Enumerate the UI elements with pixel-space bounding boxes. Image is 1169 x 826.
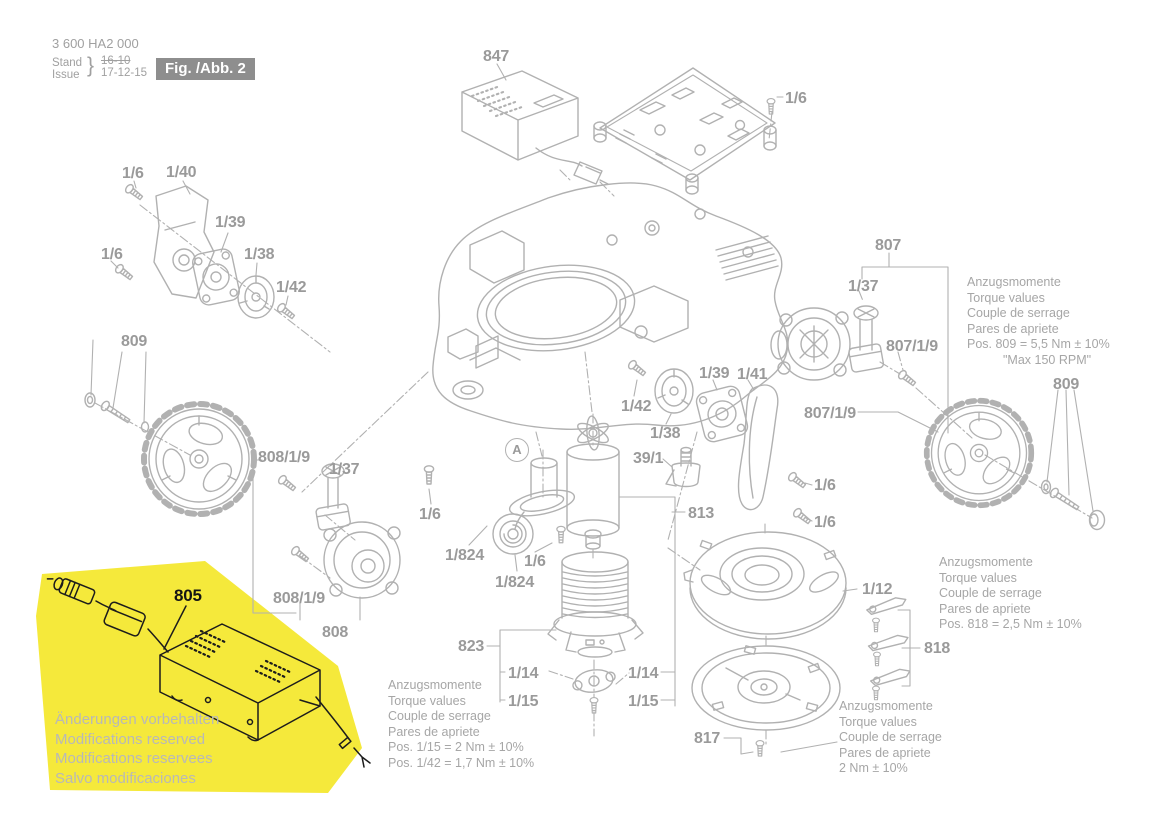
revision-dates: 16-10 17-12-15 bbox=[101, 55, 147, 79]
part-label-1-14-right: 1/14 bbox=[628, 665, 659, 682]
plate-817-drawing bbox=[691, 645, 841, 757]
torque-line: Couple de serrage bbox=[967, 306, 1070, 320]
part-label-823: 823 bbox=[458, 638, 485, 655]
torque-line: "Max 150 RPM" bbox=[1003, 352, 1092, 367]
torque-note-817: Anzugsmomente Torque values Couple de se… bbox=[839, 699, 942, 777]
part-label-1-41: 1/41 bbox=[737, 366, 768, 383]
part-label-809-left: 809 bbox=[121, 333, 148, 350]
torque-line: Torque values bbox=[388, 693, 466, 708]
torque-line: Pos. 1/15 = 2 Nm ± 10% bbox=[388, 740, 524, 754]
part-label-1-15-left: 1/15 bbox=[508, 693, 539, 710]
part-label-807-1-9-b: 807/1/9 bbox=[804, 405, 856, 422]
modifications-line: Änderungen vorbehalten bbox=[55, 711, 220, 728]
power-supply-805-drawing bbox=[46, 577, 371, 768]
torque-line: Anzugsmomente bbox=[839, 699, 933, 713]
part-label-1-12: 1/12 bbox=[862, 581, 893, 598]
type-number: 3 600 HA2 000 bbox=[52, 36, 139, 51]
part-label-1-40: 1/40 bbox=[166, 164, 197, 181]
torque-line: Pos. 818 = 2,5 Nm ± 10% bbox=[939, 617, 1082, 631]
torque-line: Couple de serrage bbox=[388, 709, 491, 723]
issue-label: Issue bbox=[52, 69, 80, 81]
part-label-807-1-9-a: 807/1/9 bbox=[886, 338, 938, 355]
torque-line: Pares de apriete bbox=[939, 601, 1031, 616]
detail-marker-a: A bbox=[505, 438, 529, 462]
part-label-1-37-b: 1/37 bbox=[848, 278, 879, 295]
torque-line: Pos. 809 = 5,5 Nm ± 10% bbox=[967, 337, 1110, 351]
part-label-1-824-b: 1/824 bbox=[495, 574, 535, 591]
module-847-drawing bbox=[461, 63, 615, 197]
torque-line: Anzugsmomente bbox=[967, 275, 1061, 289]
part-label-1-6-c: 1/6 bbox=[524, 553, 546, 570]
part-label-1-42-b: 1/42 bbox=[621, 398, 652, 415]
part-label-847: 847 bbox=[483, 48, 510, 65]
right-wheel-809-drawing bbox=[927, 389, 1106, 531]
part-label-1-39-a: 1/39 bbox=[215, 214, 246, 231]
part-label-1-37-a: 1/37 bbox=[329, 461, 360, 478]
torque-line: Pares de apriete bbox=[839, 745, 931, 760]
gearbox-808-drawing bbox=[252, 459, 401, 621]
left-wheel-809-drawing bbox=[84, 339, 254, 514]
torque-line: Couple de serrage bbox=[939, 586, 1042, 600]
part-label-808-1-9-top: 808/1/9 bbox=[258, 449, 310, 466]
torque-line: Pares de apriete bbox=[967, 321, 1059, 336]
part-label-808-1-9-bottom: 808/1/9 bbox=[273, 590, 325, 607]
part-label-1-38-a: 1/38 bbox=[244, 246, 275, 263]
part-label-818: 818 bbox=[924, 640, 951, 657]
torque-line: 2 Nm ± 10% bbox=[839, 761, 908, 775]
part-label-1-6-b: 1/6 bbox=[101, 246, 123, 263]
modifications-note: Änderungen vorbehalten Modifications res… bbox=[55, 710, 219, 788]
torque-line: Anzugsmomente bbox=[939, 555, 1033, 569]
part-label-813: 813 bbox=[688, 505, 715, 522]
torque-line: Torque values bbox=[939, 570, 1017, 585]
part-label-1-6-d: 1/6 bbox=[419, 506, 441, 523]
torque-line: Torque values bbox=[839, 714, 917, 729]
part-label-1-39-b: 1/39 bbox=[699, 365, 730, 382]
modifications-line: Salvo modificaciones bbox=[55, 769, 196, 787]
part-label-1-38-b: 1/38 bbox=[650, 425, 681, 442]
stand-issue-labels: Stand Issue bbox=[52, 57, 82, 81]
torque-line: Pares de apriete bbox=[388, 724, 480, 739]
motor-spindle-823-drawing bbox=[486, 413, 686, 737]
part-label-1-6-e: 1/6 bbox=[814, 477, 836, 494]
part-label-808: 808 bbox=[322, 624, 349, 641]
modifications-line: Modifications reservees bbox=[55, 750, 213, 767]
part-label-807: 807 bbox=[875, 237, 902, 254]
part-label-39-1: 39/1 bbox=[633, 450, 664, 467]
torque-line: Anzugsmomente bbox=[388, 678, 482, 692]
chassis-drawing bbox=[301, 182, 789, 541]
old-date-strikethrough: 16-10 bbox=[101, 55, 131, 67]
figure-badge: Fig. /Abb. 2 bbox=[156, 58, 255, 80]
part-label-805: 805 bbox=[174, 586, 202, 605]
part-label-1-6-a: 1/6 bbox=[122, 165, 144, 182]
part-label-1-824-a: 1/824 bbox=[445, 547, 485, 564]
highlight-region-805 bbox=[36, 561, 362, 793]
brace-glyph: } bbox=[87, 54, 95, 77]
torque-note-818: Anzugsmomente Torque values Couple de se… bbox=[939, 555, 1082, 633]
modifications-line: Modifications reserved bbox=[55, 730, 206, 748]
part-label-1-14-left: 1/14 bbox=[508, 665, 539, 682]
torque-note-1-15: Anzugsmomente Torque values Couple de se… bbox=[388, 678, 534, 771]
part-label-1-6-pcb: 1/6 bbox=[785, 90, 807, 107]
torque-line: Pos. 1/42 = 1,7 Nm ± 10% bbox=[388, 755, 535, 770]
blade-disc-112-drawing bbox=[667, 523, 858, 745]
part-label-1-6-f: 1/6 bbox=[814, 514, 836, 531]
caster-1824-drawing bbox=[423, 449, 576, 572]
stand-label: Stand bbox=[52, 57, 83, 69]
part-label-1-15-right: 1/15 bbox=[628, 693, 659, 710]
torque-line: Torque values bbox=[967, 290, 1045, 305]
pcb-board-drawing bbox=[593, 67, 784, 195]
small-parts-center-drawing bbox=[626, 358, 939, 527]
part-label-809-right: 809 bbox=[1053, 376, 1080, 393]
part-label-1-42-a: 1/42 bbox=[276, 279, 307, 296]
torque-note-809: Anzugsmomente Torque values Couple de se… bbox=[967, 275, 1110, 368]
part-label-817: 817 bbox=[694, 730, 721, 747]
left-parts-chain-drawing bbox=[110, 180, 331, 353]
gearbox-807-drawing bbox=[770, 252, 973, 439]
issue-date: 17-12-15 bbox=[101, 67, 148, 79]
torque-line: Couple de serrage bbox=[839, 730, 942, 744]
blades-818-drawing bbox=[865, 595, 921, 701]
